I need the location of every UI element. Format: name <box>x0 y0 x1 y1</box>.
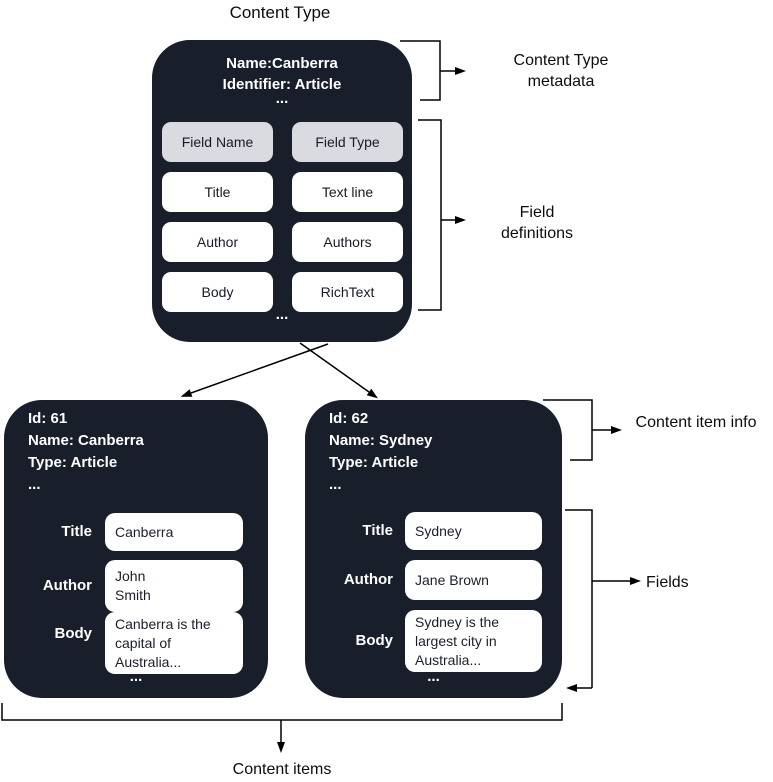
field-type-chip: Text line <box>292 172 403 212</box>
item-id: Id: 62 <box>329 410 369 427</box>
ellipsis: ... <box>275 306 289 323</box>
field-value-body: Canberra is the capital of Australia... <box>105 612 243 674</box>
content-type-name: Name:Canberra <box>226 55 338 72</box>
ellipsis: ... <box>28 476 41 493</box>
content-item-box-62: Id: 62 Name: Sydney Type: Article ... Ti… <box>305 400 562 698</box>
ellipsis: ... <box>275 90 289 107</box>
field-type-header-chip: Field Type <box>292 122 403 162</box>
field-label-body: Body <box>54 625 93 642</box>
field-name-chip: Body <box>162 272 273 312</box>
field-label-title: Title <box>362 522 393 539</box>
type-to-item-arrows <box>180 342 378 399</box>
content-type-box: Name:Canberra Identifier: Article ... Fi… <box>152 40 412 342</box>
item-type: Type: Article <box>329 454 419 471</box>
field-name-chip: Title <box>162 172 273 212</box>
content-type-metadata-text: Name:Canberra Identifier: Article <box>152 53 412 95</box>
field-label-author: Author <box>42 577 92 594</box>
field-label-body: Body <box>355 632 394 649</box>
content-item-box-61: Id: 61 Name: Canberra Type: Article ... … <box>4 400 268 698</box>
item-name: Name: Sydney <box>329 432 433 449</box>
annotation-fields: Fields <box>646 574 689 591</box>
field-label-title: Title <box>61 523 92 540</box>
ellipsis: ... <box>129 668 143 685</box>
item-type: Type: Article <box>28 454 118 471</box>
field-label-author: Author <box>343 571 393 588</box>
field-value-title: Canberra <box>105 513 243 551</box>
content-items-bracket <box>1 703 563 753</box>
field-name-header-chip: Field Name <box>162 122 273 162</box>
content-item-info-text: Id: 61 Name: Canberra Type: Article ... <box>28 408 144 496</box>
arrow-to-item-62-icon <box>299 342 378 399</box>
arrow-to-item-61-icon <box>180 343 329 397</box>
field-value-author: Jane Brown <box>405 560 542 600</box>
item-name: Name: Canberra <box>28 432 144 449</box>
annotation-content-type-metadata: Content Type metadata <box>513 52 609 90</box>
annotation-content-item-info: Content item info <box>635 414 757 431</box>
annotation-field-definitions: Field definitions <box>500 204 574 242</box>
field-value-title: Sydney <box>405 512 542 550</box>
field-definitions-table: Field Name Field Type Title Text line Au… <box>162 122 403 312</box>
content-type-identifier: Identifier: Article <box>222 76 342 93</box>
fields-bracket <box>565 509 641 692</box>
field-definitions-bracket <box>418 119 466 311</box>
ellipsis: ... <box>427 668 440 685</box>
field-value-body: Sydney is the largest city in Australia.… <box>405 610 542 672</box>
item-id: Id: 61 <box>28 410 68 427</box>
ellipsis: ... <box>329 476 342 493</box>
field-type-chip: RichText <box>292 272 403 312</box>
content-item-info-text: Id: 62 Name: Sydney Type: Article ... <box>329 408 432 496</box>
field-name-chip: Author <box>162 222 273 262</box>
annotation-content-items: Content items <box>232 761 332 778</box>
field-value-author: John Smith <box>105 560 243 612</box>
field-type-chip: Authors <box>292 222 403 262</box>
diagram-title: Content Type <box>229 3 331 22</box>
